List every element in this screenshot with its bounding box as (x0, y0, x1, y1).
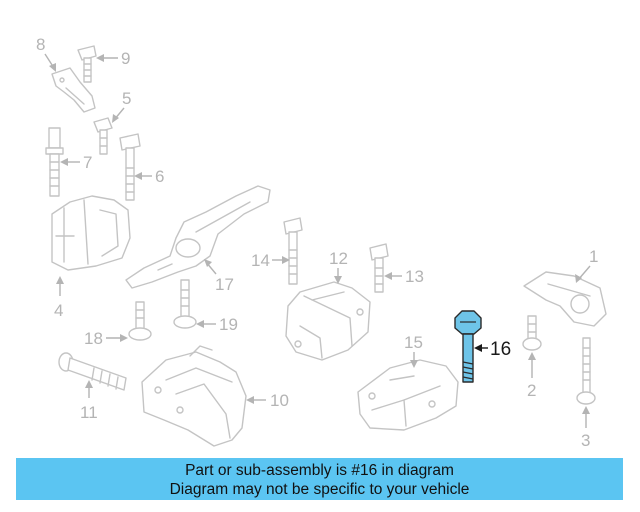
svg-text:15: 15 (404, 333, 423, 352)
part-9-bolt (77, 45, 97, 83)
svg-text:10: 10 (270, 391, 289, 410)
callout-14: 14 (251, 251, 290, 270)
callout-15: 15 (404, 333, 423, 368)
svg-text:18: 18 (84, 329, 103, 348)
callout-4: 4 (54, 276, 64, 320)
part-5-bolt (93, 117, 113, 155)
svg-text:1: 1 (589, 247, 598, 266)
callout-2: 2 (527, 352, 536, 400)
callout-12: 12 (329, 249, 348, 284)
callout-16-highlighted: 16 (474, 339, 511, 360)
callout-5: 5 (112, 89, 131, 123)
callout-13: 13 (384, 267, 424, 286)
part-13-bolt (369, 243, 389, 293)
svg-text:14: 14 (251, 251, 270, 270)
callout-18: 18 (84, 329, 128, 348)
part-3-bolt (576, 337, 596, 405)
svg-text:9: 9 (121, 49, 130, 68)
part-8-bracket (51, 67, 96, 113)
part-2-bolt (522, 315, 542, 351)
banner-line-1: Part or sub-assembly is #16 in diagram (185, 462, 454, 479)
callout-9: 9 (96, 49, 130, 68)
part-15-carrier (357, 359, 459, 431)
part-12-mount (285, 281, 371, 361)
part-6-bolt (119, 133, 141, 201)
svg-text:17: 17 (215, 275, 234, 294)
callout-3: 3 (581, 406, 590, 450)
callout-17: 17 (204, 259, 234, 294)
part-4-mount (51, 195, 131, 271)
part-10-bracket (141, 345, 247, 447)
part-7-stud (45, 127, 64, 197)
part-14-bolt (283, 217, 303, 285)
svg-text:19: 19 (219, 315, 238, 334)
svg-text:7: 7 (83, 153, 92, 172)
svg-text:11: 11 (80, 403, 98, 422)
svg-text:4: 4 (54, 301, 63, 320)
callout-8: 8 (36, 35, 56, 72)
part-1-bracket (523, 271, 607, 327)
callout-1: 1 (575, 247, 598, 283)
svg-text:6: 6 (155, 167, 164, 186)
info-banner: Part or sub-assembly is #16 in diagram D… (16, 458, 623, 500)
svg-text:2: 2 (527, 381, 536, 400)
callout-11: 11 (80, 380, 98, 422)
callout-10: 10 (246, 391, 289, 410)
part-17-torque-arm (125, 185, 271, 289)
callout-19: 19 (196, 315, 238, 334)
part-16-bolt-highlighted (454, 310, 482, 383)
part-11-bolt (58, 352, 127, 391)
svg-text:12: 12 (329, 249, 348, 268)
svg-text:16: 16 (490, 339, 511, 360)
callout-6: 6 (134, 167, 164, 186)
svg-text:13: 13 (405, 267, 424, 286)
svg-text:3: 3 (581, 431, 590, 450)
part-18-bolt (128, 301, 152, 341)
svg-text:8: 8 (36, 35, 45, 54)
banner-line-2: Diagram may not be specific to your vehi… (169, 481, 470, 498)
svg-text:5: 5 (122, 89, 131, 108)
callout-7: 7 (60, 153, 92, 172)
part-19-bolt (173, 279, 197, 329)
